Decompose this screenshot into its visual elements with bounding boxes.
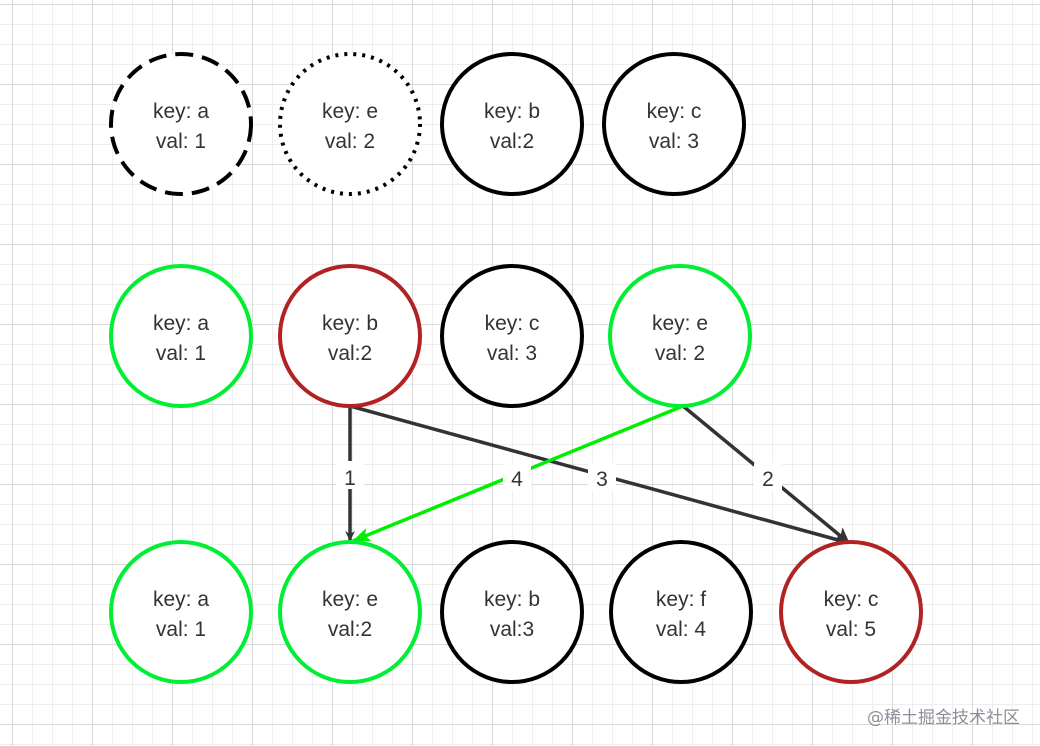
row3-node-b: key: b val:3 [440, 540, 584, 684]
node-val: val: 1 [156, 618, 206, 641]
edge-1-label: 1 [344, 467, 356, 490]
node-key: key: e [652, 312, 708, 335]
node-key: key: e [322, 588, 378, 611]
edges: 1 2 3 4 [336, 404, 851, 547]
node-key: key: a [153, 100, 209, 123]
node-val: val: 5 [826, 618, 876, 641]
node-val: val:2 [328, 618, 372, 641]
node-circle [609, 540, 753, 684]
node-key: key: f [656, 588, 706, 611]
row1-node-a: key: a val: 1 [109, 52, 253, 196]
node-circle [440, 540, 584, 684]
row2-node-b: key: b val:2 [278, 264, 422, 408]
row2-node-e: key: e val: 2 [608, 264, 752, 408]
node-circle [440, 52, 584, 196]
row1-node-b: key: b val:2 [440, 52, 584, 196]
node-val: val: 2 [325, 130, 375, 153]
row-1: key: a val: 1 key: e val: 2 key: b val:2… [109, 52, 746, 196]
edge-4-label: 4 [511, 468, 523, 491]
node-val: val:3 [490, 618, 534, 641]
watermark: @稀土掘金技术社区 [867, 708, 1020, 728]
node-val: val: 2 [655, 342, 705, 365]
row3-node-a: key: a val: 1 [109, 540, 253, 684]
node-circle [602, 52, 746, 196]
row-2: key: a val: 1 key: b val:2 key: c val: 3… [109, 264, 752, 408]
node-circle [608, 264, 752, 408]
node-circle [109, 52, 253, 196]
node-circle [278, 52, 422, 196]
node-val: val: 1 [156, 342, 206, 365]
edge-2-label: 2 [762, 468, 774, 491]
node-key: key: b [322, 312, 378, 335]
row1-node-c: key: c val: 3 [602, 52, 746, 196]
node-circle [109, 264, 253, 408]
node-key: key: c [824, 588, 879, 611]
node-val: val: 3 [487, 342, 537, 365]
node-val: val: 1 [156, 130, 206, 153]
node-circle [278, 540, 422, 684]
row3-node-f: key: f val: 4 [609, 540, 753, 684]
node-circle [278, 264, 422, 408]
node-val: val: 4 [656, 618, 707, 641]
node-key: key: c [485, 312, 540, 335]
node-val: val:2 [490, 130, 534, 153]
node-key: key: b [484, 588, 540, 611]
row2-node-c: key: c val: 3 [440, 264, 584, 408]
node-key: key: a [153, 588, 209, 611]
node-circle [109, 540, 253, 684]
node-key: key: a [153, 312, 209, 335]
node-val: val: 3 [649, 130, 699, 153]
node-circle [440, 264, 584, 408]
row3-node-c: key: c val: 5 [779, 540, 923, 684]
row-3: key: a val: 1 key: e val:2 key: b val:3 … [109, 540, 923, 684]
row3-node-e: key: e val:2 [278, 540, 422, 684]
row1-node-e: key: e val: 2 [278, 52, 422, 196]
node-key: key: b [484, 100, 540, 123]
node-circle [779, 540, 923, 684]
node-val: val:2 [328, 342, 372, 365]
node-key: key: c [647, 100, 702, 123]
node-key: key: e [322, 100, 378, 123]
edge-3-label: 3 [596, 468, 608, 491]
row2-node-a: key: a val: 1 [109, 264, 253, 408]
